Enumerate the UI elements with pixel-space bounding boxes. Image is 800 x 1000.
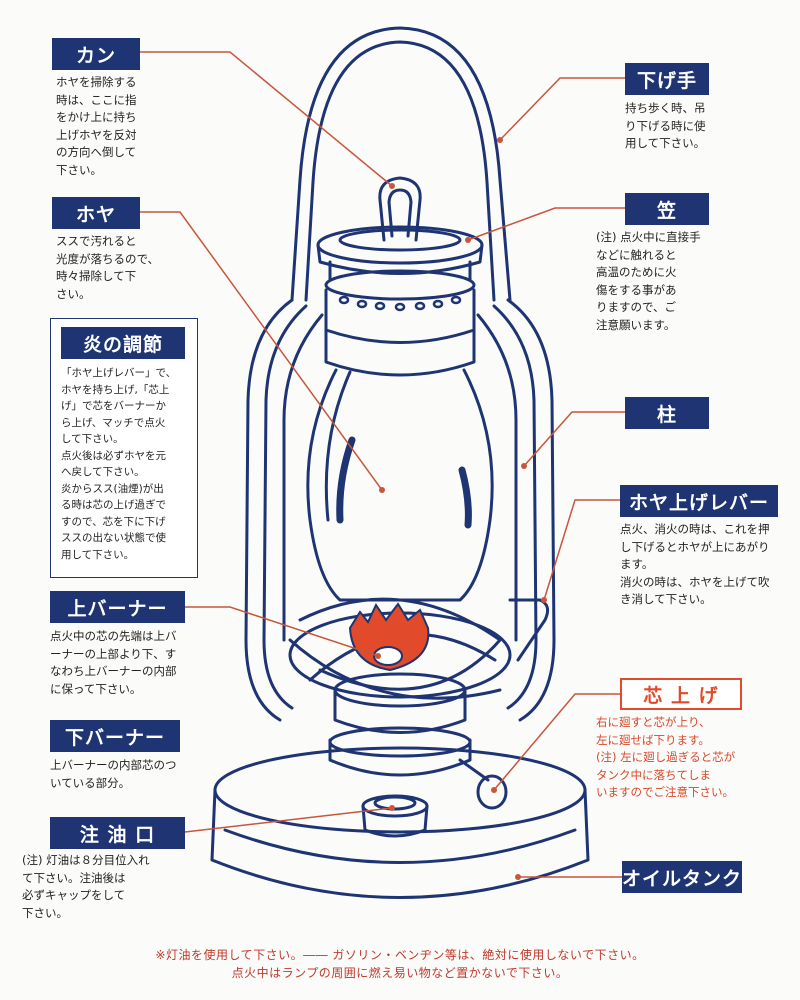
leader-hoya [140,211,383,491]
desc-line: (注) 左に廻し過ぎると芯が [596,750,736,764]
desc-line: に保って下さい。 [50,681,142,696]
desc-line: タンク中に落ちてしま [596,767,711,782]
desc-line: し下げるとホヤが上にあがり [620,539,770,554]
desc-line: 右に廻すと芯が上り、 [596,715,711,729]
desc-fill-cap: (注) 灯油は８分目位入れて下さい。注油後は必ずキャップをして下さい。 [22,852,150,922]
vent-holes [338,295,462,312]
desc-line: き消して下さい。 [620,592,712,606]
lever [508,598,550,662]
label-wick: 芯 上 げ [620,678,742,710]
desc-line: 上げホヤを反対 [56,127,137,142]
leader-kasa [467,207,625,241]
desc-lever: 点火、消火の時は、これを押し下げるとホヤが上にあがります。消火の時は、ホヤを上げ… [620,521,770,609]
leader-handle [499,77,625,141]
desc-line: の方向へ倒して [56,145,137,159]
desc-flame: 「ホヤ上げレバー」で、ホヤを持ち上げ,「芯上げ」で芯をバーナーから上げ、マッチで… [51,359,197,571]
desc-line: ススの出ない状態で使 [61,532,166,544]
desc-line: りますので、ご [596,300,677,314]
desc-line: 炎からスス(油煙)が出 [61,482,164,495]
desc-line: ホヤを持ち上げ,「芯上 [61,383,170,396]
frame-left [244,298,294,722]
desc-line: 注意願います。 [596,317,676,332]
leader-lever [543,499,620,601]
desc-line: さい。 [56,286,91,301]
desc-line: なわち上バーナーの内部 [50,664,177,678]
desc-line: 時々掃除して下 [56,269,137,283]
desc-line: 点火、消火の時は、これを押 [620,522,770,536]
footer-warning: ※灯油を使用して下さい。―― ガソリン・ベンヂン等は、絶対に使用しないで下さい。… [0,946,800,982]
tank-top [213,746,587,834]
label-fill-cap: 注 油 口 [50,817,185,849]
label-flame: 炎の調節 [61,327,185,359]
leader-wick [493,693,620,791]
bail-handle [290,26,512,302]
label-kan: カン [52,38,140,70]
desc-line: ます。 [620,557,654,571]
desc-line: すので、芯を下に下げ [61,515,166,528]
desc-handle: 持ち歩く時、吊り下げる時に使用して下さい。 [625,100,706,153]
desc-line: (注) 点火中に直接手 [596,230,701,244]
label-kasa: 笠 [625,193,709,225]
desc-line: げ」で芯をバーナーか [61,400,166,412]
desc-line: 上バーナーの内部芯のつ [50,758,177,772]
desc-line: 消火の時は、ホヤを上げて吹 [620,574,770,589]
desc-line: いている部分。 [50,775,131,790]
wick-knob [458,758,490,782]
desc-line: へ戻して下さい。 [61,466,145,478]
desc-line: ススで汚れると [56,234,137,248]
desc-line: 用して下さい。 [61,548,135,561]
footer-line-1: ※灯油を使用して下さい。―― ガソリン・ベンヂン等は、絶対に使用しないで下さい。 [155,948,645,962]
top-ring [378,176,422,242]
flame-adjust-box: 炎の調節 「ホヤ上げレバー」で、ホヤを持ち上げ,「芯上げ」で芯をバーナーから上げ… [50,318,198,578]
label-lever: ホヤ上げレバー [620,485,778,517]
desc-line: ら上げ、マッチで点火 [61,416,166,429]
desc-line: をかけ上に持ち [56,110,137,124]
desc-line: して下さい。 [61,433,124,445]
leader-pillar [523,411,625,467]
desc-line: 点火後は必ずホヤを元 [61,449,166,462]
desc-upper-burner: 点火中の芯の先端は上バーナーの上部より下、すなわち上バーナーの内部に保って下さい… [50,628,177,698]
leader-kan [140,51,393,187]
desc-kasa: (注) 点火中に直接手などに触れると高温のために火傷をする事がありますので、ご注… [596,229,701,334]
desc-line: 左に廻せば下ります。 [596,732,710,747]
label-tank: オイルタンク [622,861,742,893]
cap [316,225,484,265]
label-handle: 下げ手 [625,63,709,95]
desc-line: 用して下さい。 [625,136,706,150]
desc-line: 光度が落ちるので、 [56,251,160,266]
desc-kan: ホヤを掃除する時は、ここに指をかけ上に持ち上げホヤを反対の方向へ倒して下さい。 [56,74,137,179]
footer-line-2: 点火中はランプの周囲に燃え易い物など置かないで下さい。 [231,966,569,980]
desc-line: 時は、ここに指 [56,92,137,107]
tank-body [210,788,590,899]
frame-right [506,298,556,722]
desc-wick: 右に廻すと芯が上り、左に廻せば下ります。 (注) 左に廻し過ぎると芯がタンク中に落… [596,714,735,802]
desc-line: 持ち歩く時、吊 [625,101,706,115]
desc-line: 下さい。 [22,905,68,920]
desc-lower-burner: 上バーナーの内部芯のついている部分。 [50,757,177,792]
desc-line: ーナーの上部より下、す [50,646,177,661]
label-hoya: ホヤ [52,197,140,229]
desc-line: 傷をする事があ [596,282,677,297]
fill-cap [361,794,429,818]
leader-upper-burner [185,606,379,657]
label-pillar: 柱 [625,397,709,429]
desc-line: る時は芯の上げ過ぎで [61,499,166,511]
desc-line: 必ずキャップをして [22,888,126,902]
desc-hoya: ススで汚れると光度が落ちるので、時々掃除して下さい。 [56,233,159,303]
desc-line: り下げる時に使 [625,118,706,133]
desc-line: 「ホヤ上げレバー」で、 [61,367,177,379]
desc-line: ホヤを掃除する [56,75,137,89]
desc-line: (注) 灯油は８分目位入れ [22,853,150,867]
desc-line: 下さい。 [56,162,102,177]
label-lower-burner: 下バーナー [50,720,180,752]
desc-line: 高温のために火 [596,265,677,279]
desc-line: などに触れると [596,247,677,262]
label-upper-burner: 上バーナー [50,591,185,623]
desc-line: 点火中の芯の先端は上バ [50,629,177,643]
desc-line: いますのでご注意下さい。 [596,785,734,799]
desc-line: て下さい。注油後は [22,870,126,885]
leader-fill-cap [184,807,393,833]
